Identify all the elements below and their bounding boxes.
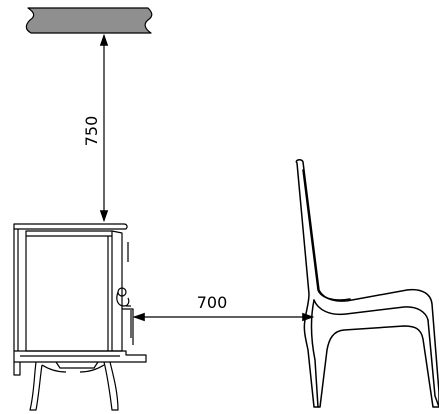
stove [13, 223, 147, 411]
front-clearance-dimension: 700 [130, 293, 315, 338]
ceiling-clearance-label: 750 [82, 116, 101, 147]
ceiling [25, 7, 153, 34]
front-clearance-label: 700 [197, 293, 228, 312]
ceiling-clearance-dimension: 750 [82, 33, 109, 223]
chair [295, 159, 439, 408]
